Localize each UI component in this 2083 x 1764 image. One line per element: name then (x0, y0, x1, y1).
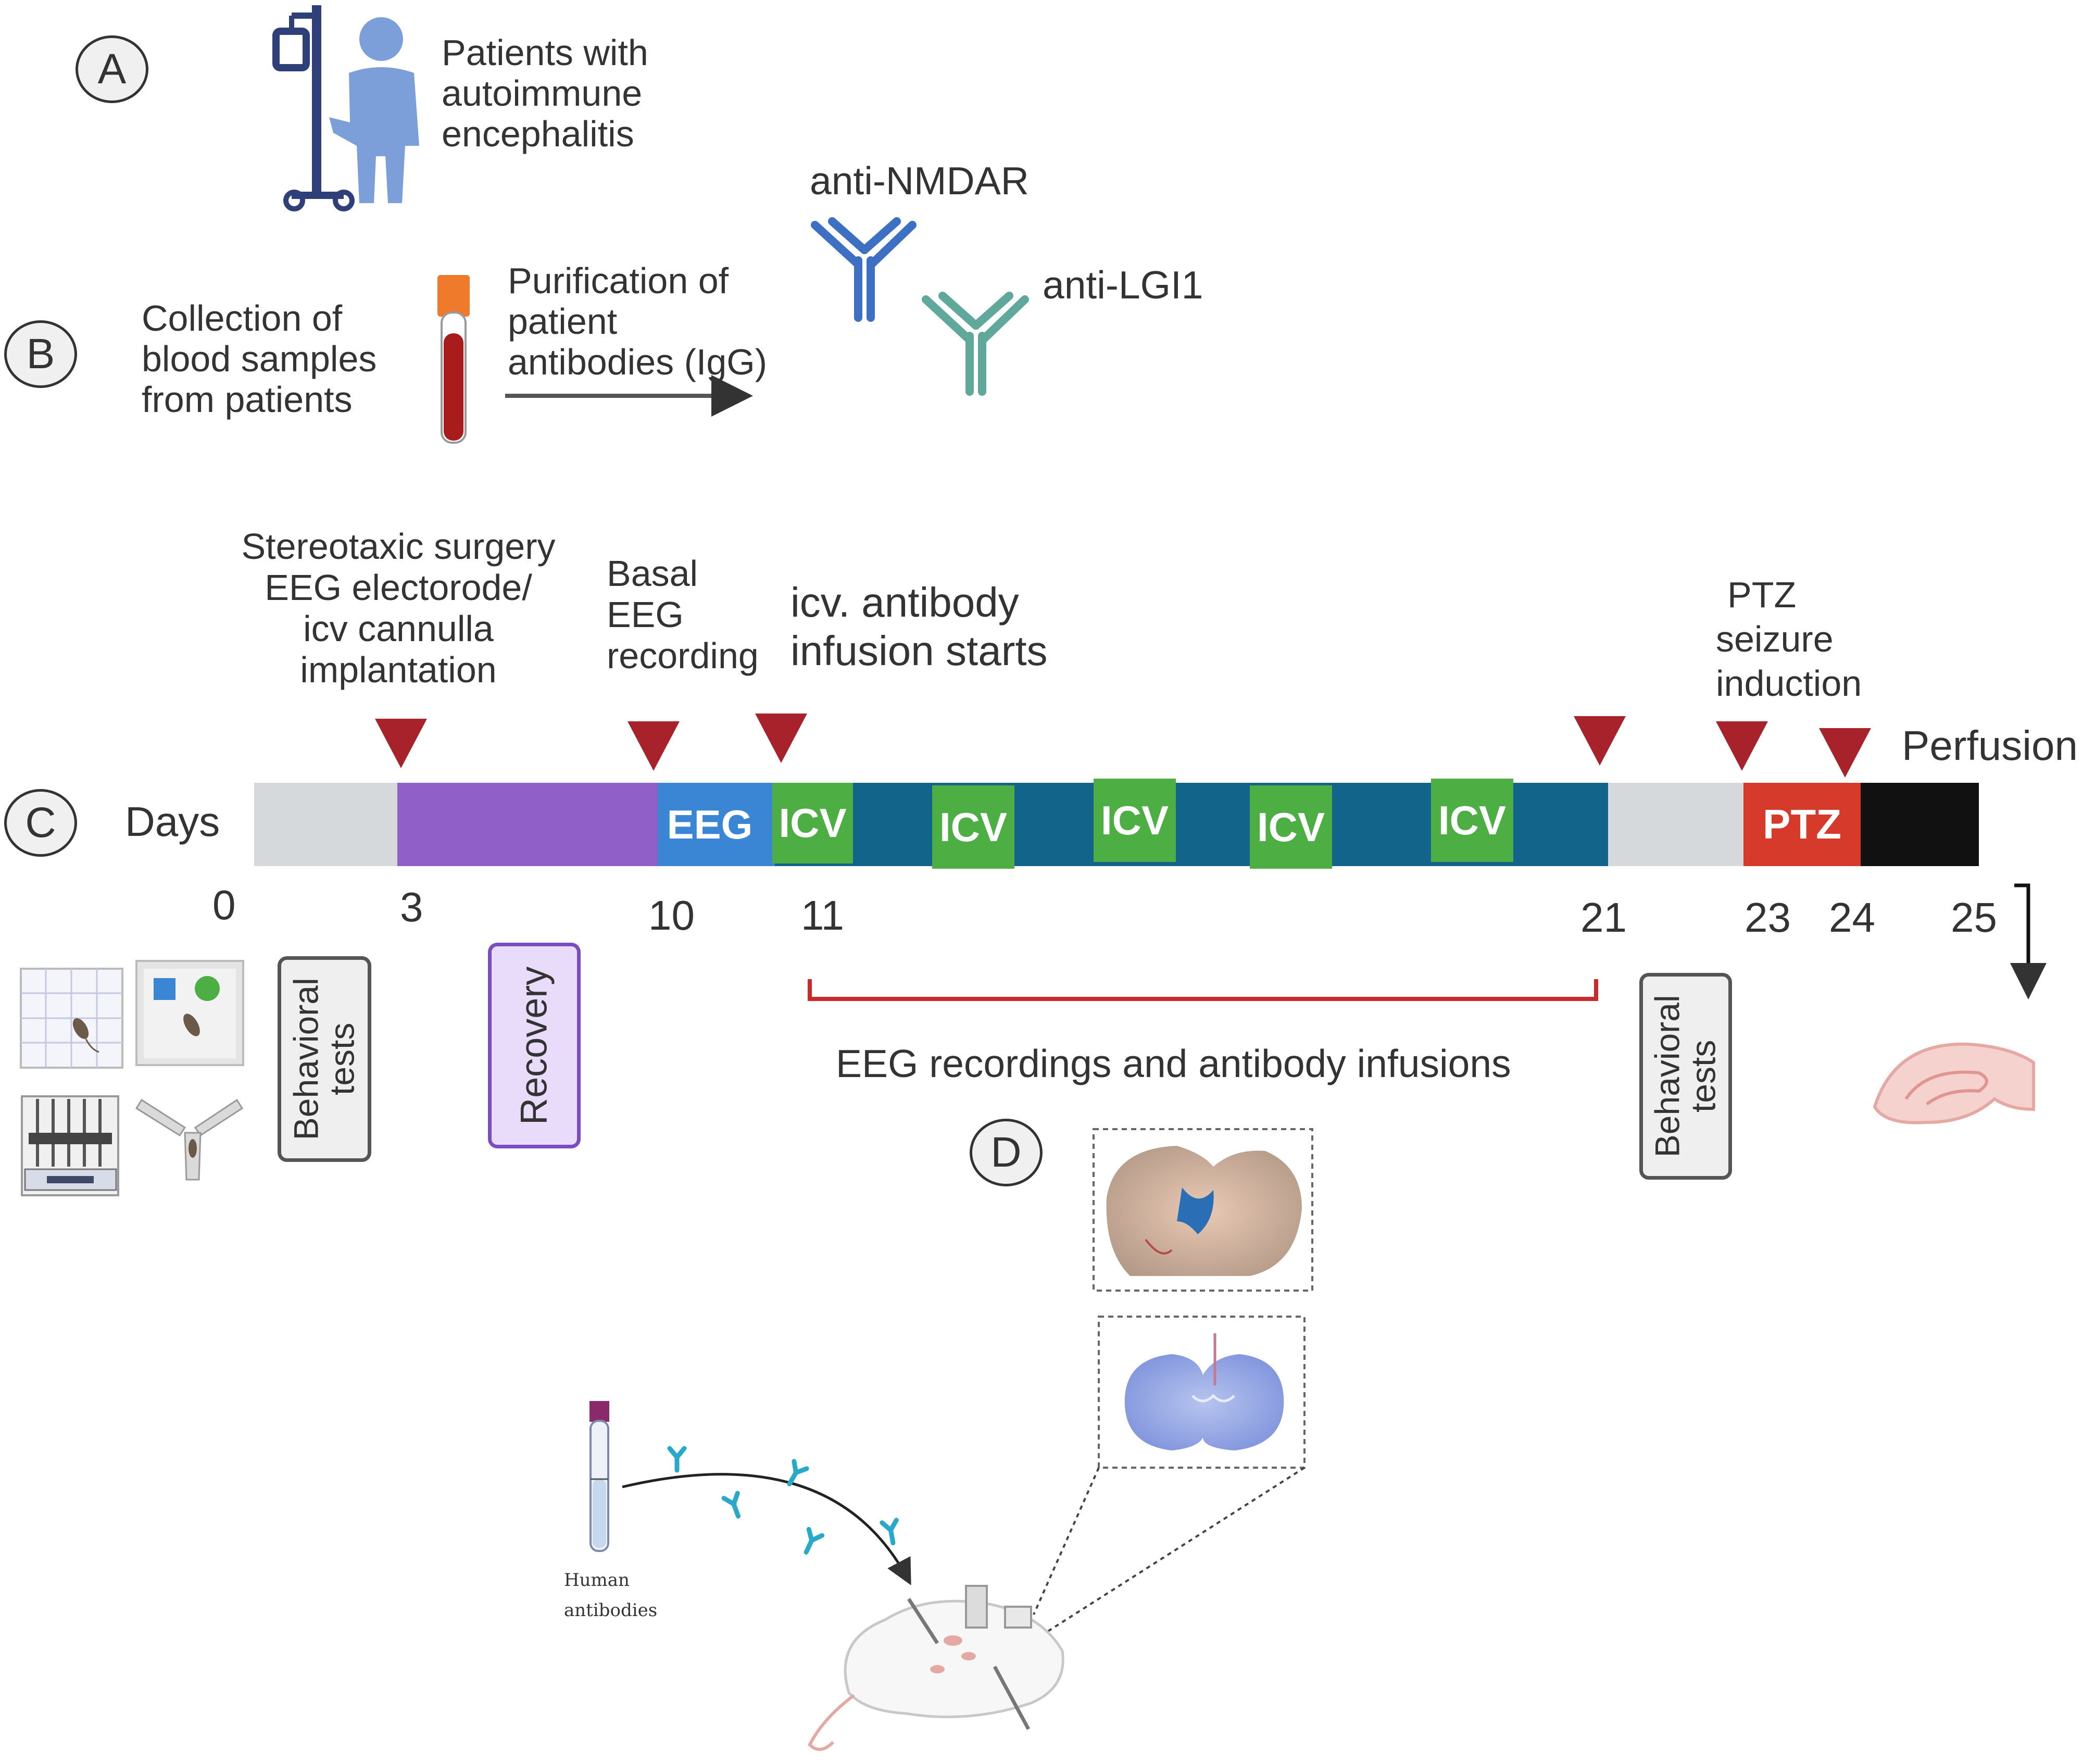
day-tick-21: 21 (1580, 894, 1627, 941)
behavioral-tests-box-2: Behavioral tests (1639, 973, 1732, 1180)
segment-pre-surgery (254, 783, 397, 866)
perfusion-label: Perfusion (1902, 722, 2078, 769)
icv-label-4: ICV (1257, 804, 1325, 850)
ptz-segment-label: PTZ (1762, 801, 1842, 847)
eeg-segment-label: EEG (667, 801, 753, 847)
blood-tube-icon (437, 275, 470, 444)
day-tick-24: 24 (1829, 894, 1875, 941)
segment-perfusion (1861, 783, 1979, 866)
marker-day-11 (755, 714, 807, 763)
marker-day-24 (1819, 728, 1871, 778)
antibody-tube-icon (589, 1401, 609, 1552)
anti-lgi1-label: anti-LGI1 (1043, 263, 1203, 307)
behavioral-tests-box-1: Behavioral tests (278, 956, 371, 1162)
days-label: Days (125, 798, 220, 845)
human-antibodies-label: Human antibodies (564, 1570, 658, 1621)
behavioral-tests-text-2: Behavioral tests (1648, 995, 1723, 1158)
collection-text: Collection of blood samples from patient… (142, 298, 377, 420)
recovery-box: Recovery (488, 943, 581, 1148)
segment-ptz (1743, 783, 1861, 866)
bracket-label: EEG recordings and antibody infusions (836, 1042, 1511, 1085)
zoom-line-right (1040, 1467, 1306, 1636)
infusion-bracket (808, 979, 1598, 1001)
y-maze-test-icon (135, 1098, 244, 1181)
hippocampus-icon (1873, 1042, 2035, 1124)
patients-text: Patients with autoimmune encephalitis (442, 32, 648, 154)
brain-slice-image (1098, 1316, 1306, 1469)
small-antibody-icon (667, 1446, 687, 1473)
segment-post-infusion (1608, 783, 1743, 866)
icv-box-4 (1250, 785, 1332, 869)
marker-day-23 (1716, 721, 1768, 771)
icv-box-2 (932, 785, 1014, 869)
rotarod-test-icon (21, 1095, 119, 1196)
perfusion-arrow (2010, 883, 2047, 999)
small-antibodies (667, 1446, 899, 1555)
icv-label-3: ICV (1100, 797, 1169, 843)
icv-label-1: ICV (779, 800, 847, 846)
behavioral-tests-text-1: Behavioral tests (286, 978, 362, 1141)
mouse-icon (808, 1585, 1064, 1751)
iv-patient-icon (272, 5, 419, 211)
icv-box-3 (1094, 779, 1176, 862)
panel-label-d: D (970, 1119, 1043, 1186)
anti-nmdar-antibody-icon (811, 217, 917, 322)
anti-lgi1-antibody-icon (922, 292, 1029, 396)
day-tick-11: 11 (801, 892, 845, 939)
injection-arrow (622, 1473, 911, 1585)
ptz-event-text: PTZ seizure induction (1716, 574, 1862, 704)
day-tick-10: 10 (648, 892, 695, 939)
small-antibody-icon (721, 1491, 741, 1519)
small-antibody-icon (787, 1459, 809, 1486)
marker-day-10 (628, 721, 680, 771)
novel-object-test-icon (135, 960, 244, 1066)
basal-eeg-text: Basal EEG recording (607, 553, 759, 676)
purification-text: Purification of patient antibodies (IgG) (508, 260, 768, 382)
icv-box-1 (772, 783, 853, 864)
zoom-line-left (1033, 1467, 1100, 1615)
anti-nmdar-label: anti-NMDAR (810, 159, 1029, 203)
infusion-start-text: icv. antibody infusion starts (790, 579, 1048, 674)
icv-label-2: ICV (939, 804, 1008, 850)
panel-label-b: B (4, 320, 77, 388)
timeline-bar (254, 779, 1979, 869)
marker-day-21 (1574, 716, 1626, 766)
event-markers (375, 714, 1871, 778)
segment-recovery (397, 783, 658, 866)
surgery-event-text: Stereotaxic surgery EEG electorode/ icv … (241, 526, 556, 690)
panel-label-a: A (76, 35, 148, 103)
day-tick-3: 3 (400, 884, 423, 930)
day-tick-23: 23 (1745, 894, 1791, 941)
recovery-text: Recovery (513, 966, 555, 1125)
small-antibody-icon (880, 1518, 899, 1546)
brain-photo-dye (1093, 1128, 1313, 1292)
day-tick-0: 0 (212, 882, 236, 928)
panel-label-c: C (4, 789, 77, 857)
icv-box-5 (1431, 779, 1513, 862)
segment-eeg (658, 783, 775, 866)
small-antibody-icon (804, 1527, 825, 1555)
open-field-test-icon (20, 968, 123, 1069)
marker-day-3 (375, 719, 427, 768)
day-tick-25: 25 (1951, 894, 1997, 941)
icv-label-5: ICV (1438, 797, 1507, 843)
